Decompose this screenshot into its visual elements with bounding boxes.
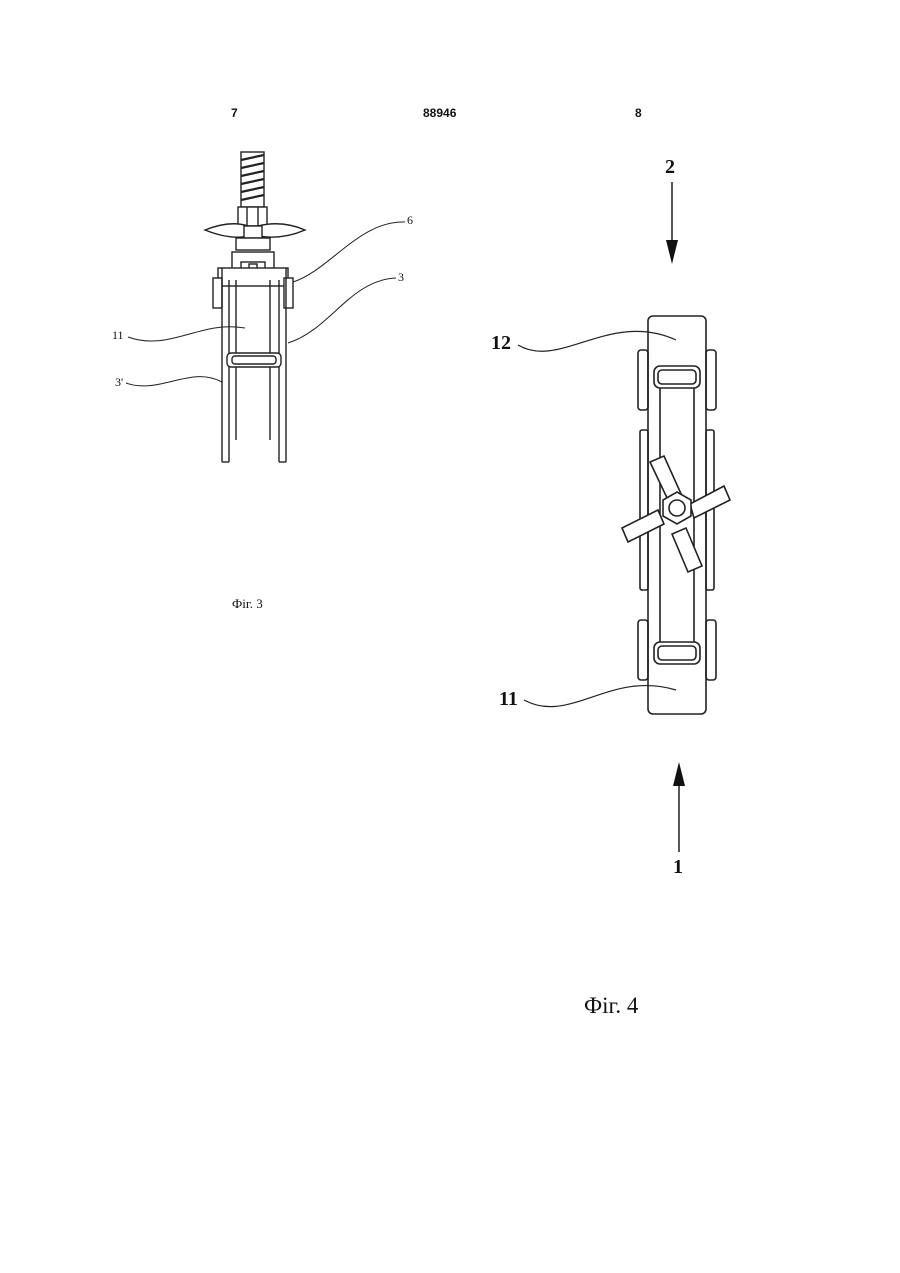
fig4-label-1: 1 (673, 856, 683, 879)
figure-4-caption: Фіг. 4 (584, 993, 638, 1019)
fig4-label-11: 11 (499, 688, 518, 711)
fig4-label-2: 2 (665, 156, 675, 179)
arrow-down-icon (666, 182, 678, 264)
fig4-label-12: 12 (491, 332, 511, 355)
arrow-up-icon (673, 762, 685, 852)
